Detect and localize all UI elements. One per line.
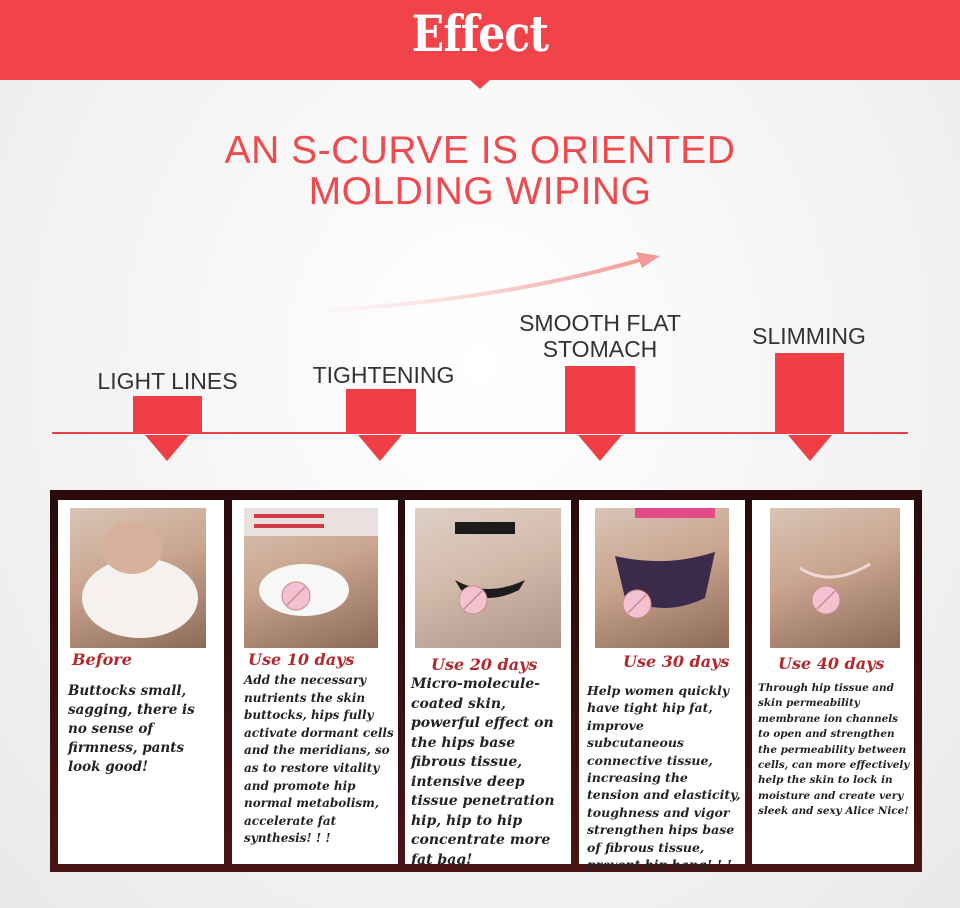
banner-notch [470,80,490,89]
stage-bar-2 [346,389,416,432]
headline-line-2: MOLDING WIPING [308,170,652,213]
stage-label-tightening: TIGHTENING [312,362,455,388]
result-card-20-days: Use 20 days Micro-molecule-coated skin, … [405,500,571,868]
result-card-30-days: Use 30 days Help women quickly have tigh… [579,500,745,872]
card-text: Help women quickly have tight hip fat, i… [587,683,741,873]
stage-label-line-2: STOMACH [542,336,658,362]
timeline-line [52,432,908,434]
result-photo [244,508,378,648]
result-photo [70,508,206,648]
card-text: Micro-molecule-coated skin, powerful eff… [411,676,555,868]
card-text: Add the necessary nutrients the skin but… [244,673,394,846]
banner-title: Effect [411,4,549,63]
result-photo [415,508,561,648]
card-title: Use 30 days [623,652,730,671]
card-title: Before [72,650,132,669]
card-text: Through hip tissue and skin permeability… [758,682,910,818]
down-arrow-icon [145,435,189,461]
stage-label-light-lines: LIGHT LINES [97,368,238,394]
stage-bar-3 [565,366,635,432]
stage-bar-1 [133,396,202,432]
stage-label-line-1: SMOOTH FLAT [519,310,681,336]
down-arrow-icon [358,435,402,461]
result-photo [770,508,900,648]
result-card-40-days: Use 40 days Through hip tissue and skin … [752,500,914,864]
result-photo [595,508,729,648]
stage-label-slimming: SLIMMING [752,323,866,349]
result-card-before: Before Buttocks small, sagging, there is… [58,500,224,864]
headline: AN S-CURVE IS ORIENTED MOLDING WIPING [0,130,960,212]
card-title: Use 20 days [431,655,538,674]
headline-line-1: AN S-CURVE IS ORIENTED [224,129,736,172]
card-title: Use 10 days [248,650,355,669]
stage-bar-4 [775,353,844,432]
card-title: Use 40 days [778,654,885,673]
effect-banner [0,0,960,80]
down-arrow-icon [788,435,832,461]
down-arrow-icon [578,435,622,461]
stage-label-smooth-flat-stomach: SMOOTH FLAT STOMACH [500,310,700,362]
result-card-10-days: Use 10 days Add the necessary nutrients … [232,500,398,864]
card-text: Buttocks small, sagging, there is no sen… [68,683,195,775]
